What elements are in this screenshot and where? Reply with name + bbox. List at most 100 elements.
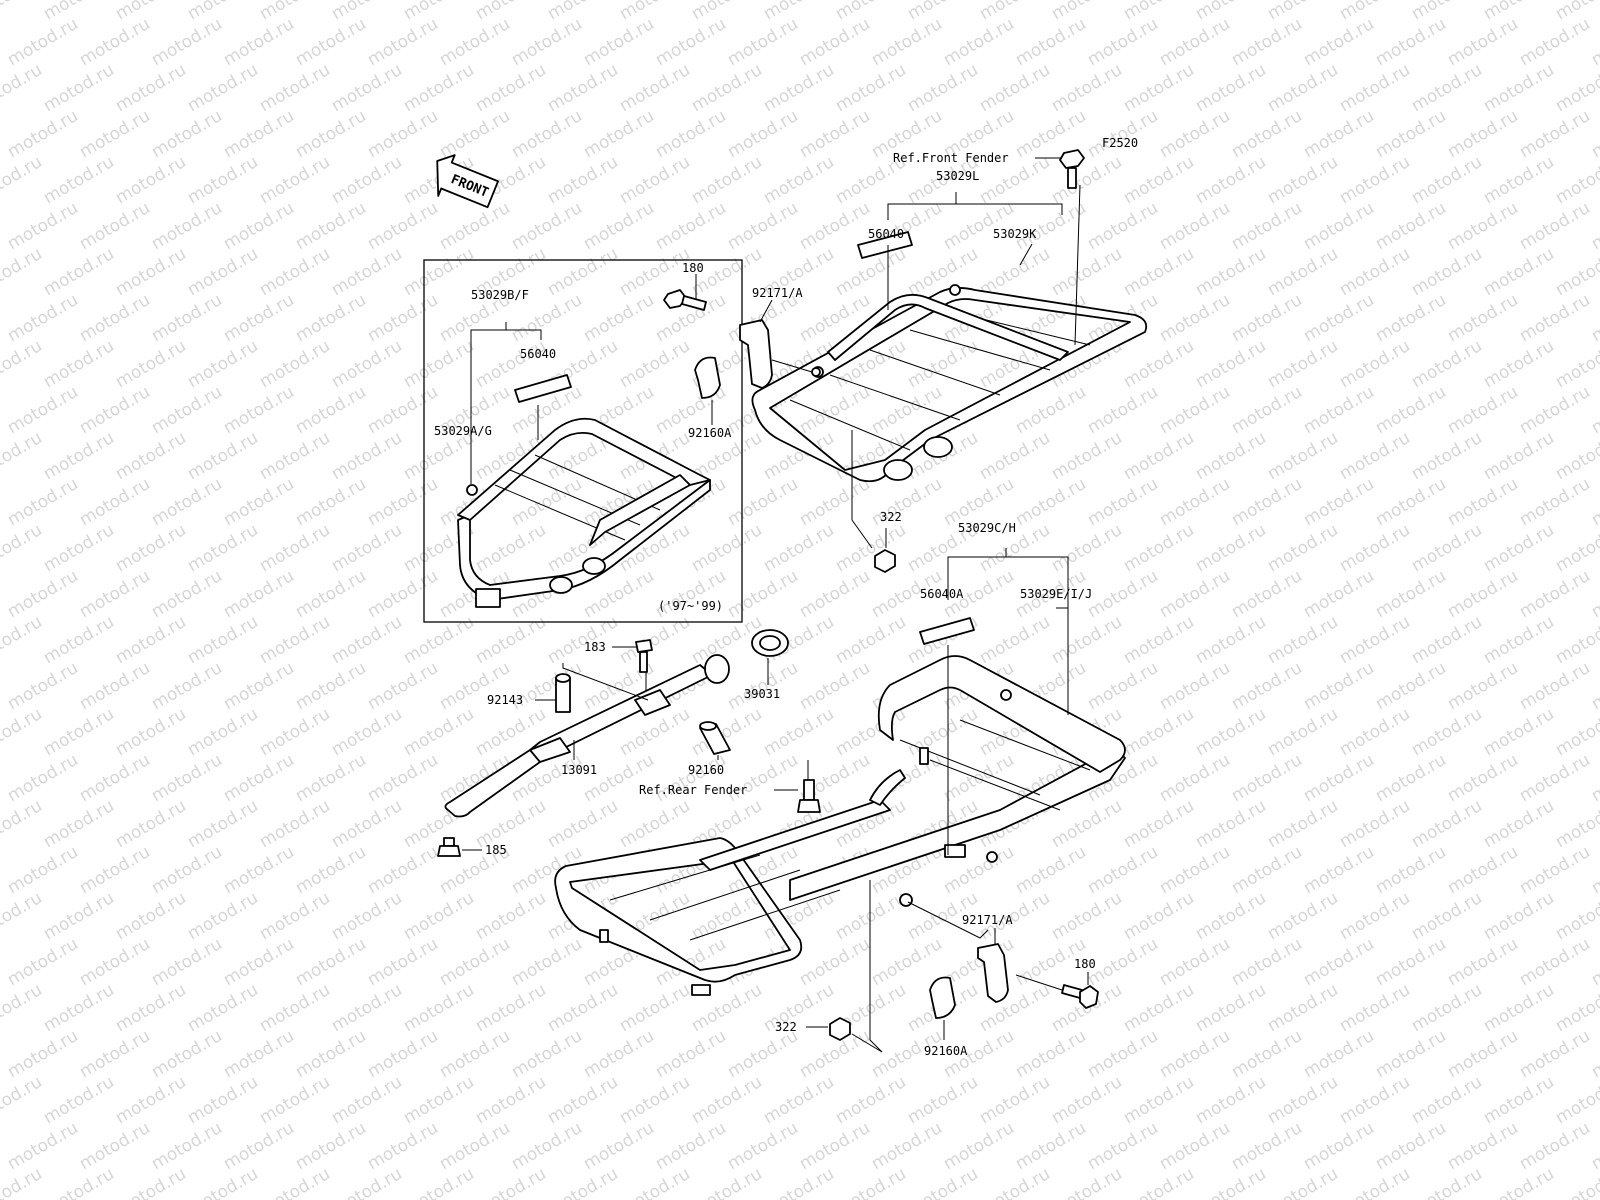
bracket-92171-bottom [977, 943, 1009, 1003]
watermark-text: motod.ru [508, 1118, 586, 1174]
watermark-text: motod.ru [1300, 14, 1378, 70]
watermark-text: motod.ru [1516, 842, 1594, 898]
collar-92160 [699, 721, 731, 755]
watermark-text: motod.ru [1336, 244, 1414, 300]
watermark-text: motod.ru [1588, 658, 1600, 714]
watermark-text: motod.ru [1120, 888, 1198, 944]
watermark-text: motod.ru [1336, 612, 1414, 668]
watermark-text: motod.ru [1516, 106, 1594, 162]
watermark-text: motod.ru [256, 1164, 334, 1200]
watermark-text: motod.ru [40, 520, 118, 576]
watermark-text: motod.ru [328, 796, 406, 852]
watermark-text: motod.ru [796, 566, 874, 622]
watermark-text: motod.ru [1228, 474, 1306, 530]
watermark-text: motod.ru [112, 428, 190, 484]
rear-carrier [554, 655, 1126, 996]
watermark-text: motod.ru [40, 428, 118, 484]
label-ref-front-fender: Ref.Front Fender [893, 151, 1009, 165]
watermark-text: motod.ru [76, 198, 154, 254]
watermark-text: motod.ru [1552, 336, 1600, 392]
watermark-text: motod.ru [1408, 244, 1486, 300]
watermark-text: motod.ru [580, 1026, 658, 1082]
watermark-text: motod.ru [1480, 1164, 1558, 1200]
watermark-text: motod.ru [184, 704, 262, 760]
watermark-text: motod.ru [1264, 336, 1342, 392]
watermark-text: motod.ru [256, 980, 334, 1036]
watermark-text: motod.ru [4, 106, 82, 162]
watermark-text: motod.ru [976, 612, 1054, 668]
watermark-text: motod.ru [1120, 1164, 1198, 1200]
watermark-text: motod.ru [1372, 842, 1450, 898]
collar-92160a-bottom [929, 976, 956, 1019]
watermark-text: motod.ru [40, 336, 118, 392]
watermark-text: motod.ru [1048, 1072, 1126, 1128]
watermark-text: motod.ru [436, 1118, 514, 1174]
watermark-text: motod.ru [292, 198, 370, 254]
watermark-text: motod.ru [364, 382, 442, 438]
watermark-text: motod.ru [1120, 244, 1198, 300]
watermark-text: motod.ru [0, 152, 46, 208]
watermark-text: motod.ru [688, 704, 766, 760]
label-13091: 13091 [561, 763, 597, 777]
watermark-text: motod.ru [436, 198, 514, 254]
watermark-text: motod.ru [1012, 1118, 1090, 1174]
watermark-text: motod.ru [40, 60, 118, 116]
watermark-text: motod.ru [688, 520, 766, 576]
watermark-text: motod.ru [544, 244, 622, 300]
nut-322-top [874, 549, 896, 573]
watermark-text: motod.ru [220, 658, 298, 714]
watermark-text: motod.ru [544, 796, 622, 852]
watermark-text: motod.ru [220, 842, 298, 898]
watermark-text: motod.ru [1552, 1164, 1600, 1200]
watermark-text: motod.ru [724, 1118, 802, 1174]
watermark-text: motod.ru [1120, 0, 1198, 24]
watermark-text: motod.ru [760, 980, 838, 1036]
watermark-text: motod.ru [148, 198, 226, 254]
watermark-text: motod.ru [688, 1164, 766, 1200]
watermark-text: motod.ru [724, 1026, 802, 1082]
watermark-text: motod.ru [1408, 60, 1486, 116]
watermark-text: motod.ru [508, 14, 586, 70]
watermark-text: motod.ru [328, 60, 406, 116]
label-180-top: 180 [682, 261, 704, 275]
watermark-text: motod.ru [1156, 934, 1234, 990]
watermark-text: motod.ru [184, 428, 262, 484]
watermark-text: motod.ru [1480, 704, 1558, 760]
watermark-text: motod.ru [400, 60, 478, 116]
watermark-text: motod.ru [328, 428, 406, 484]
watermark-text: motod.ru [652, 106, 730, 162]
watermark-text: motod.ru [940, 14, 1018, 70]
watermark-text: motod.ru [148, 1118, 226, 1174]
watermark-text: motod.ru [1192, 704, 1270, 760]
inset-carrier [457, 417, 711, 608]
watermark-text: motod.ru [616, 796, 694, 852]
watermark-text: motod.ru [1444, 474, 1522, 530]
watermark-text: motod.ru [1048, 796, 1126, 852]
watermark-text: motod.ru [112, 1164, 190, 1200]
watermark-text: motod.ru [328, 336, 406, 392]
watermark-text: motod.ru [472, 980, 550, 1036]
watermark-text: motod.ru [184, 0, 262, 24]
watermark-text: motod.ru [1480, 612, 1558, 668]
watermark-text: motod.ru [1084, 382, 1162, 438]
watermark-text: motod.ru [1300, 106, 1378, 162]
watermark-text: motod.ru [976, 428, 1054, 484]
watermark-text: motod.ru [4, 750, 82, 806]
watermark-text: motod.ru [184, 1164, 262, 1200]
watermark-text: motod.ru [256, 888, 334, 944]
watermark-text: motod.ru [400, 980, 478, 1036]
watermark-text: motod.ru [1084, 14, 1162, 70]
watermark-text: motod.ru [796, 106, 874, 162]
watermark-text: motod.ru [1264, 152, 1342, 208]
watermark-text: motod.ru [112, 704, 190, 760]
watermark-text: motod.ru [1372, 198, 1450, 254]
watermark-text: motod.ru [292, 14, 370, 70]
watermark-text: motod.ru [472, 520, 550, 576]
watermark-text: motod.ru [0, 704, 46, 760]
watermark-text: motod.ru [1372, 382, 1450, 438]
watermark-text: motod.ru [1408, 612, 1486, 668]
watermark-text: motod.ru [148, 14, 226, 70]
label-53029CH: 53029C/H [958, 521, 1016, 535]
label-180-bottom: 180 [1074, 957, 1096, 971]
watermark-text: motod.ru [1228, 106, 1306, 162]
